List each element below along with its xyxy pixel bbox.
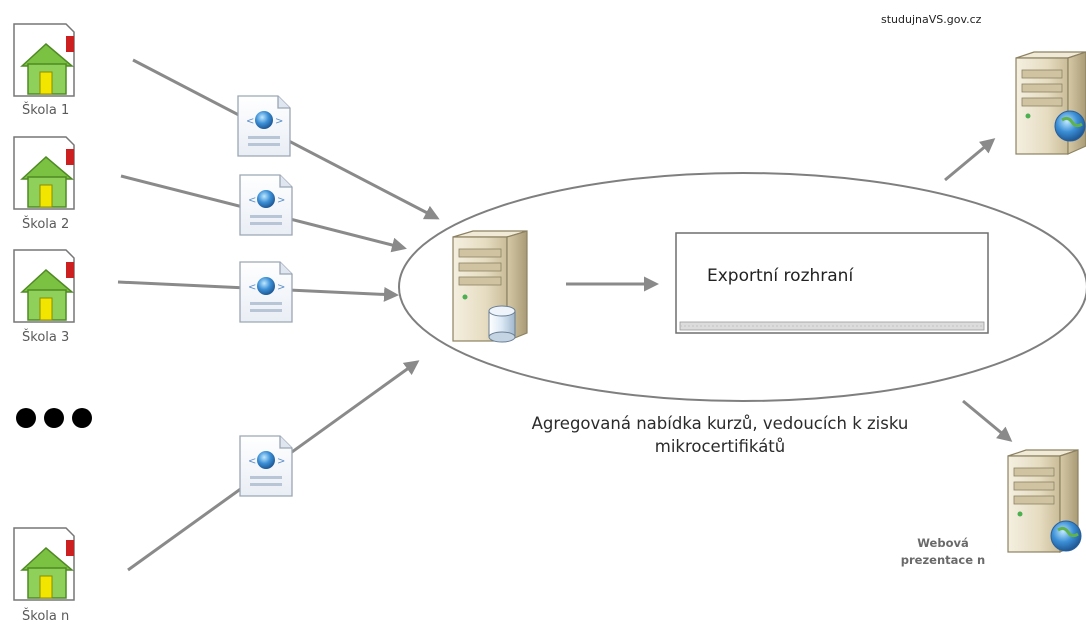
- arrow-to-web-presentation: [962, 399, 1013, 442]
- school-3-label: Škola 3: [22, 330, 70, 345]
- school-3-icon: [13, 249, 75, 323]
- more-schools-ellipsis: [16, 408, 92, 428]
- xml-document-icon: < >: [239, 261, 293, 323]
- school-n-label: Škola n: [22, 609, 70, 624]
- svg-text:<: <: [248, 456, 256, 467]
- xml-document-icon: < >: [239, 174, 293, 236]
- school-1-icon: [13, 23, 75, 97]
- aggregated-offer-caption: Agregovaná nabídka kurzů, vedoucích k zi…: [430, 412, 1010, 458]
- caption-line-1: Agregovaná nabídka kurzů, vedoucích k zi…: [531, 414, 909, 433]
- svg-text:<: <: [246, 116, 254, 127]
- arrow-to-studujnavs: [944, 138, 996, 182]
- export-interface-label: Exportní rozhraní: [707, 266, 854, 286]
- export-interface-box: [675, 232, 989, 334]
- web-presentation-label: Webová prezentace n: [880, 535, 1006, 569]
- svg-text:>: >: [277, 195, 285, 206]
- xml-document-icon: < >: [239, 435, 293, 497]
- school-n-icon: [13, 527, 75, 601]
- web-server-icon: [1015, 51, 1086, 155]
- svg-text:>: >: [277, 456, 285, 467]
- studujnavs-site-label: studujnaVS.gov.cz: [881, 13, 982, 26]
- xml-document-icon: < >: [237, 95, 291, 157]
- svg-text:<: <: [248, 282, 256, 293]
- school-1-label: Škola 1: [22, 103, 70, 118]
- school-2-label: Škola 2: [22, 217, 70, 232]
- school-2-icon: [13, 136, 75, 210]
- web-presentation-line-1: Webová: [917, 536, 969, 550]
- database-server-icon: [452, 230, 528, 343]
- web-server-icon: [1007, 449, 1082, 553]
- aggregator-ellipse: [398, 172, 1086, 402]
- caption-line-2: mikrocertifikátů: [654, 437, 786, 456]
- svg-text:>: >: [277, 282, 285, 293]
- web-presentation-line-2: prezentace n: [900, 553, 986, 567]
- svg-text:<: <: [248, 195, 256, 206]
- svg-text:>: >: [275, 116, 283, 127]
